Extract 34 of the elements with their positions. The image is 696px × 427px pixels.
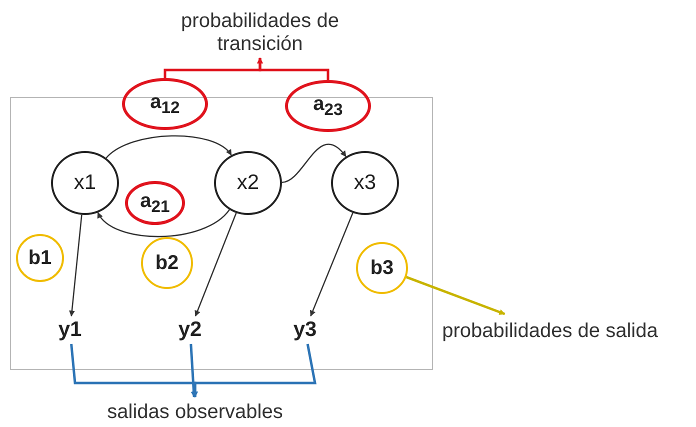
observation-text: y3	[285, 316, 325, 344]
arrow	[97, 209, 230, 238]
arrow	[106, 135, 232, 158]
observation-text: y1	[50, 316, 90, 344]
arrow	[68, 214, 82, 317]
node-label: a$_{21}$	[140, 190, 170, 216]
node-label: x1	[74, 171, 96, 195]
node-label: b3	[370, 257, 394, 279]
node-label: a$_{12}$	[150, 90, 180, 118]
probability-ellipse	[122, 78, 208, 130]
probability-ellipse	[285, 80, 371, 132]
emission-circle	[16, 234, 64, 282]
arrow	[194, 212, 237, 317]
state-circle	[331, 151, 399, 215]
bracket-arrow	[192, 344, 316, 398]
arrow	[310, 212, 354, 317]
node-label: x3	[354, 171, 376, 195]
bracket-arrow	[190, 344, 197, 398]
bracket-arrow	[257, 57, 330, 80]
state-circle	[51, 151, 119, 215]
arrow	[406, 276, 506, 316]
node-label: b2	[155, 252, 179, 274]
state-circle	[214, 151, 282, 215]
annotation-text: probabilidades de transición	[150, 8, 370, 58]
probability-ellipse	[125, 181, 185, 225]
node-label: x2	[236, 171, 260, 195]
node-label: b1	[28, 247, 52, 269]
annotation-text: salidas observables	[80, 397, 310, 427]
annotation-text: probabilidades de salida	[404, 314, 696, 348]
emission-circle	[356, 242, 408, 294]
emission-circle	[141, 237, 193, 289]
observation-text: y2	[170, 316, 210, 344]
arrow	[282, 144, 346, 184]
node-label: a$_{23}$	[313, 92, 343, 120]
